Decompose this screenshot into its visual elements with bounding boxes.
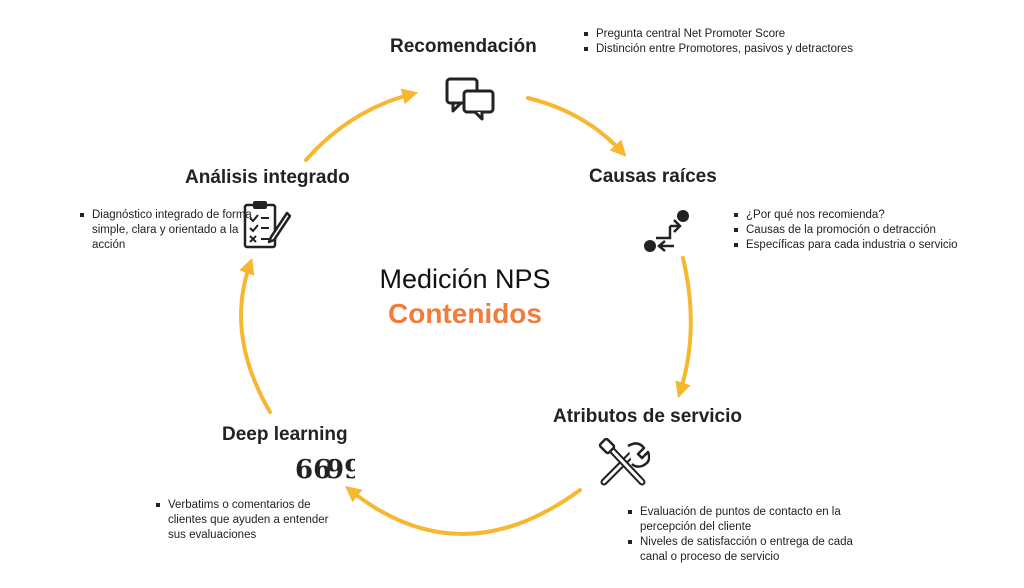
- arrow-causas-to-atributos: [675, 256, 693, 399]
- center-subtitle: Contenidos: [388, 298, 542, 329]
- bullet-item: Verbatims o comentarios de clientes que …: [156, 498, 348, 543]
- bullet-item: Causas de la promoción o detracción: [734, 223, 1024, 238]
- bullets-atributos: Evaluación de puntos de contacto en la p…: [626, 505, 880, 565]
- bullets-recomendacion: Pregunta central Net Promoter Score Dist…: [582, 27, 866, 57]
- chat-bubbles-icon: [445, 77, 495, 121]
- bullet-item: Pregunta central Net Promoter Score: [584, 27, 866, 42]
- node-title-deep: Deep learning: [222, 424, 348, 445]
- quote-marks-icon: 66 99: [295, 458, 355, 482]
- bullet-item: Diagnóstico integrado de forma simple, c…: [80, 209, 252, 251]
- arrow-recomendacion-to-causas: [526, 96, 627, 157]
- center-label: Medición NPS Contenidos: [330, 262, 600, 332]
- bullets-deep: Verbatims o comentarios de clientes que …: [154, 498, 348, 543]
- bullet-item: Niveles de satisfacción o entrega de cad…: [628, 535, 880, 565]
- svg-text:66: 66: [295, 458, 331, 482]
- bullets-analisis: Diagnóstico integrado de forma simple, c…: [78, 208, 252, 253]
- bullet-item: Evaluación de puntos de contacto en la p…: [628, 505, 880, 535]
- node-title-recomendacion: Recomendación: [390, 36, 537, 57]
- arrow-deep-to-analisis: [239, 257, 272, 414]
- clipboard-checklist-icon: [243, 201, 291, 249]
- tools-icon: [598, 438, 650, 486]
- center-title: Medición NPS: [379, 264, 551, 294]
- svg-text:99: 99: [326, 458, 355, 482]
- node-title-analisis: Análisis integrado: [185, 167, 350, 188]
- flow-path-icon: [644, 210, 689, 252]
- arrow-atributos-to-deep: [345, 486, 582, 536]
- bullets-causas: ¿Por qué nos recomienda? Causas de la pr…: [732, 208, 1024, 253]
- arrow-analisis-to-recomendacion: [304, 88, 419, 162]
- bullet-item: Distinción entre Promotores, pasivos y d…: [584, 42, 866, 57]
- node-title-causas: Causas raíces: [589, 166, 717, 187]
- bullet-item: ¿Por qué nos recomienda?: [734, 208, 1024, 223]
- node-title-atributos: Atributos de servicio: [553, 406, 742, 427]
- bullet-item: Específicas para cada industria o servic…: [734, 238, 1024, 253]
